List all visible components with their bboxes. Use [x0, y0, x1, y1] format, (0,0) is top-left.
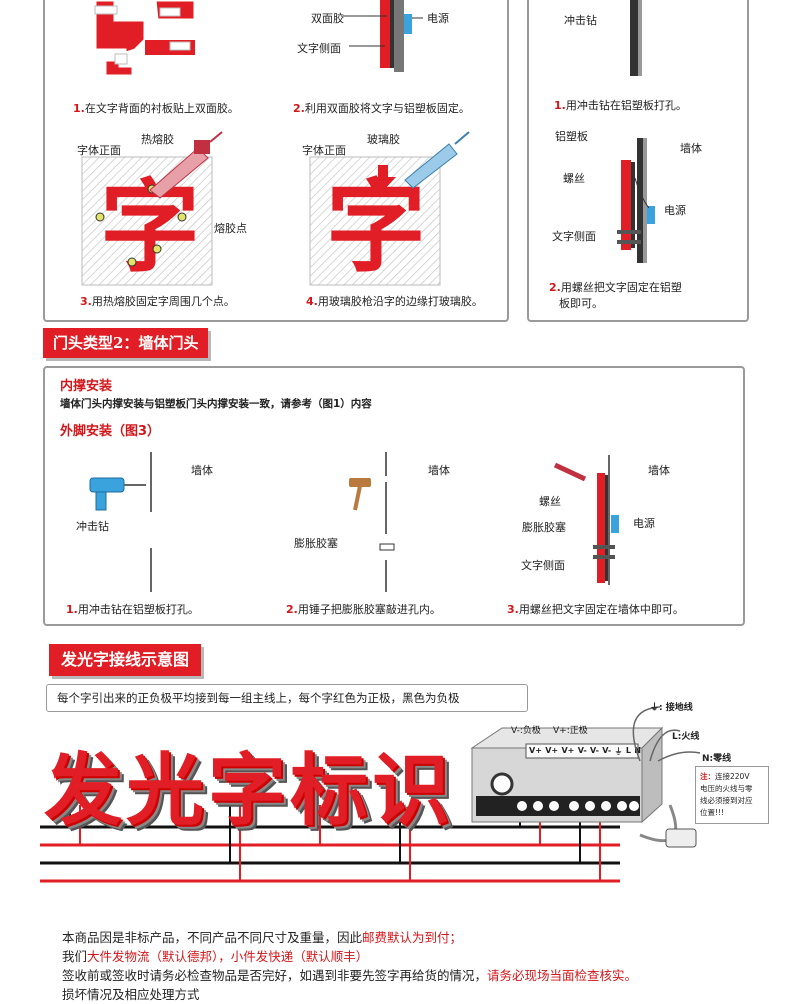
step-caption: 1.在文字背面的衬板贴上双面胶。	[73, 102, 239, 115]
label-wall: 墙体	[191, 464, 213, 477]
note-line: 连接220V	[715, 772, 750, 781]
letter-wall-mount	[553, 455, 619, 585]
label-glass-glue: 玻璃胶	[367, 133, 400, 146]
hot-glue-illustration: 字	[81, 156, 213, 286]
notice-line: 本商品因是非标产品，不同产品不同尺寸及重量，因此邮费默认为到付；	[62, 930, 463, 945]
note-line: 电压的火线与零	[700, 784, 753, 793]
caulk-gun-icon	[404, 131, 470, 189]
label-wall: 墙体	[680, 142, 702, 155]
terminal-label-neg: V-:负极	[511, 726, 541, 736]
step-caption: 3.用螺丝把文字固定在墙体中即可。	[507, 603, 684, 616]
label-drill: 冲击钻	[76, 520, 109, 533]
label-screw: 螺丝	[563, 172, 585, 185]
step-caption: 1.用冲击钻在铝塑板打孔。	[554, 99, 687, 112]
letter-tape-illustration	[93, 0, 197, 78]
anchor-plug-icon	[379, 543, 395, 551]
label-char-front: 字体正面	[302, 144, 346, 157]
label-tape: 双面胶	[311, 12, 344, 25]
wall-line	[385, 452, 387, 592]
step-caption: 1.用冲击钻在铝塑板打孔。	[66, 603, 199, 616]
section-badge-wall: 门头类型2：墙体门头	[43, 328, 209, 358]
drill-icon	[89, 477, 146, 511]
label-power: 电源	[664, 204, 686, 217]
label-letter-side: 文字侧面	[297, 42, 341, 55]
label-neutral: N:零线	[702, 754, 732, 764]
label-anchor-plug: 膨胀胶塞	[522, 521, 566, 534]
terminal: V-	[602, 746, 612, 755]
label-letter-side: 文字侧面	[552, 230, 596, 243]
label-letter-side: 文字侧面	[521, 559, 565, 572]
label-hot-glue: 热熔胶	[141, 133, 174, 146]
notice-line: 签收前或签收时请务必检查物品是否完好，如遇到非要先签字再给货的情况，请务必现场当…	[62, 968, 638, 983]
terminal-strip: V+ V+ V+ V- V- V- ⏚ L N	[529, 746, 641, 758]
terminal: V-	[589, 746, 599, 755]
outer-title: 外脚安装（图3）	[60, 424, 161, 439]
label-live: L:火线	[672, 732, 700, 742]
terminal: N	[634, 746, 641, 755]
warning-note: 注：连接220V 电压的火线与零 线必须接到对应 位置!!!	[695, 766, 769, 824]
label-alu-board: 铝塑板	[555, 130, 588, 143]
terminal: V+	[545, 746, 559, 755]
note-title: 注：	[700, 772, 715, 781]
step-caption-cont: 板即可。	[559, 297, 603, 310]
label-anchor-plug: 膨胀胶塞	[294, 537, 338, 550]
note-line: 位置!!!	[700, 808, 725, 817]
hammer-icon	[349, 478, 371, 511]
terminal: ⏚	[614, 747, 623, 756]
wiring-lines	[40, 795, 620, 883]
big-sign-text: 发光字标识	[44, 745, 455, 836]
step-caption: 2.用锤子把膨胀胶塞敲进孔内。	[286, 603, 441, 616]
terminal: V+	[529, 746, 542, 755]
inner-title: 内撑安装	[60, 379, 113, 394]
board-section-illustration	[343, 0, 423, 72]
glue-gun-icon	[149, 131, 223, 199]
terminal-label-pos: V+:正极	[553, 726, 588, 736]
notice-line: 我们大件发物流（默认德邦），小件发快递（默认顺丰）	[62, 949, 369, 964]
label-power: 电源	[427, 12, 449, 25]
step-caption: 2.利用双面胶将文字与铝塑板固定。	[293, 102, 470, 115]
terminal: V-	[577, 746, 587, 755]
wiring-desc: 每个字引出来的正负极平均接到每一组主线上，每个字红色为正极，黑色为负极	[46, 684, 528, 712]
ac-cable-icon	[632, 706, 701, 848]
label-ground: ⏚: 接地线	[650, 703, 693, 713]
char-glyph: 字	[326, 168, 426, 286]
glass-glue-illustration: 字	[309, 156, 441, 286]
terminal: L	[625, 746, 631, 755]
wall-section-top	[630, 0, 642, 76]
terminal: V+	[561, 746, 575, 755]
section-badge-wiring: 发光字接线示意图	[49, 644, 202, 676]
notice-line: 损坏情况及相应处理方式	[62, 987, 200, 1002]
label-wall: 墙体	[428, 464, 450, 477]
step-caption: 2.用螺丝把文字固定在铝塑	[549, 281, 682, 294]
label-glue-dots: 熔胶点	[214, 222, 247, 235]
screw-mount-illustration	[617, 138, 655, 263]
label-char-front: 字体正面	[77, 144, 121, 157]
label-drill: 冲击钻	[564, 14, 597, 27]
note-line: 线必须接到对应	[700, 796, 753, 805]
power-supply-icon	[470, 726, 664, 824]
inner-desc: 墙体门头内撑安装与铝塑板门头内撑安装一致，请参考（图1）内容	[60, 398, 372, 410]
step-caption: 4.用玻璃胶枪沿字的边缘打玻璃胶。	[306, 295, 483, 308]
label-screw: 螺丝	[539, 495, 561, 508]
wall-line	[150, 452, 152, 592]
label-power: 电源	[633, 517, 655, 530]
step-caption: 3.用热熔胶固定字周围几个点。	[80, 295, 235, 308]
wall-install-panel	[43, 366, 745, 626]
label-wall: 墙体	[648, 464, 670, 477]
